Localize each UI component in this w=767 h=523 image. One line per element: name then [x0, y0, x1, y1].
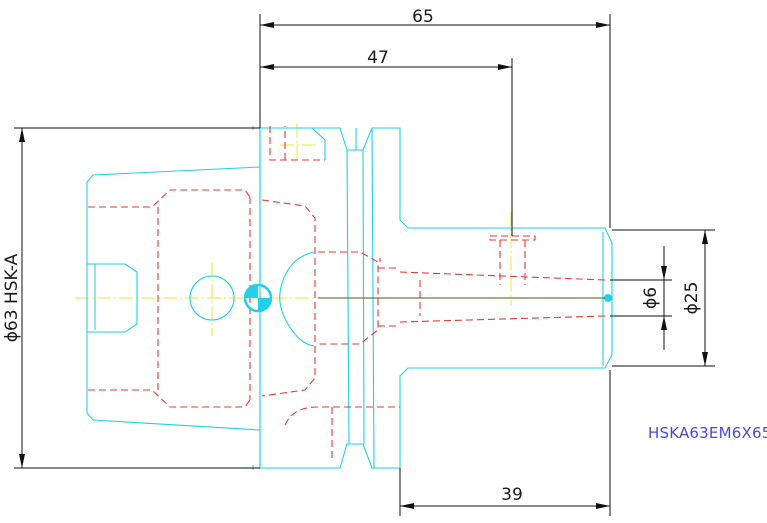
dimension-phi25	[612, 229, 715, 367]
dim-label-shank-length: 39	[501, 485, 523, 505]
dimension-47	[260, 58, 513, 236]
center-lines	[75, 124, 615, 336]
center-marker-right	[604, 294, 612, 302]
dimension-phi63	[14, 127, 260, 469]
dim-label-overall-length: 65	[412, 7, 434, 27]
part-code-label: HSKA63EM6X65	[648, 424, 767, 442]
dim-label-flange-diameter: ϕ63 HSK-A	[2, 253, 22, 342]
center-marker-left	[243, 283, 273, 313]
hidden-lines	[88, 126, 606, 460]
dim-label-bore-diameter: ϕ6	[641, 287, 661, 309]
dimension-65	[259, 14, 611, 228]
dimension-phi6	[610, 246, 672, 350]
dim-label-inner-length: 47	[367, 48, 389, 68]
dim-label-shank-diameter: ϕ25	[682, 282, 702, 315]
dimension-39	[399, 370, 611, 516]
